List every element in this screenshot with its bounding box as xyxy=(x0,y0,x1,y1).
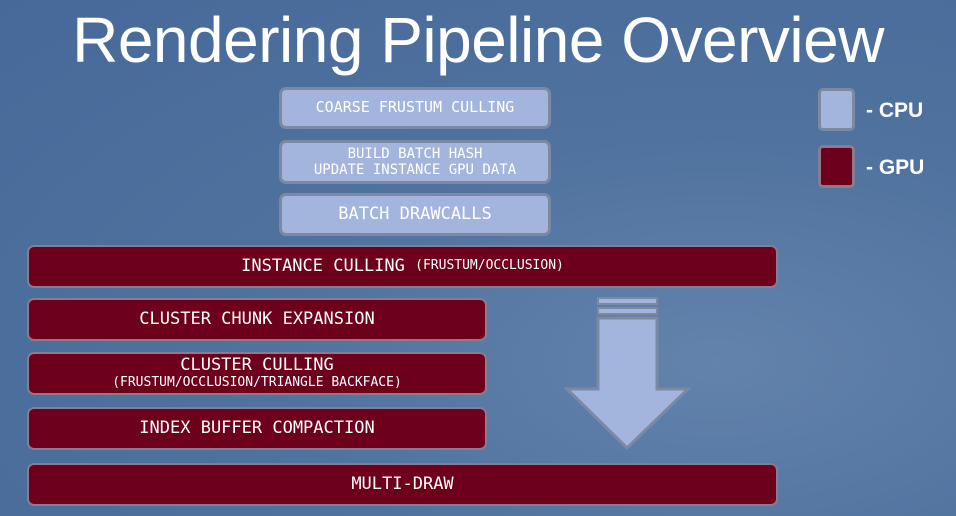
step-label: MULTI-DRAW xyxy=(351,473,454,494)
step-label: CLUSTER CULLING xyxy=(180,355,334,376)
step-label: UPDATE INSTANCE GPU DATA xyxy=(313,162,517,178)
legend-cpu-label: - CPU xyxy=(866,99,924,122)
gpu-step-multi-draw: MULTI-DRAW xyxy=(27,463,778,506)
gpu-step-index-buffer-compaction: INDEX BUFFER COMPACTION xyxy=(27,407,487,450)
step-label: INDEX BUFFER COMPACTION xyxy=(139,417,375,438)
legend-cpu-swatch xyxy=(818,88,855,131)
legend-gpu-swatch xyxy=(818,145,855,188)
step-label: BATCH DRAWCALLS xyxy=(338,203,492,224)
down-arrow-icon xyxy=(563,297,692,451)
gpu-step-instance-culling: INSTANCE CULLING (FRUSTUM/OCCLUSION) xyxy=(27,245,778,288)
gpu-step-cluster-chunk-expansion: CLUSTER CHUNK EXPANSION xyxy=(27,298,487,341)
slide-title: Rendering Pipeline Overview xyxy=(72,4,884,76)
step-label: BUILD BATCH HASH xyxy=(347,145,483,162)
step-label: CLUSTER CHUNK EXPANSION xyxy=(139,308,375,329)
cpu-step-coarse-frustum-culling: COARSE FRUSTUM CULLING xyxy=(279,87,551,129)
cpu-step-batch-drawcalls: BATCH DRAWCALLS xyxy=(279,193,551,236)
step-note: (FRUSTUM/OCCLUSION) xyxy=(415,258,564,274)
legend-gpu-label: - GPU xyxy=(866,156,925,179)
step-note: (FRUSTUM/OCCLUSION/TRIANGLE BACKFACE) xyxy=(112,374,402,390)
gpu-step-cluster-culling: CLUSTER CULLING(FRUSTUM/OCCLUSION/TRIANG… xyxy=(27,352,487,395)
step-label: COARSE FRUSTUM CULLING xyxy=(315,98,515,117)
step-label: INSTANCE CULLING xyxy=(241,255,405,276)
